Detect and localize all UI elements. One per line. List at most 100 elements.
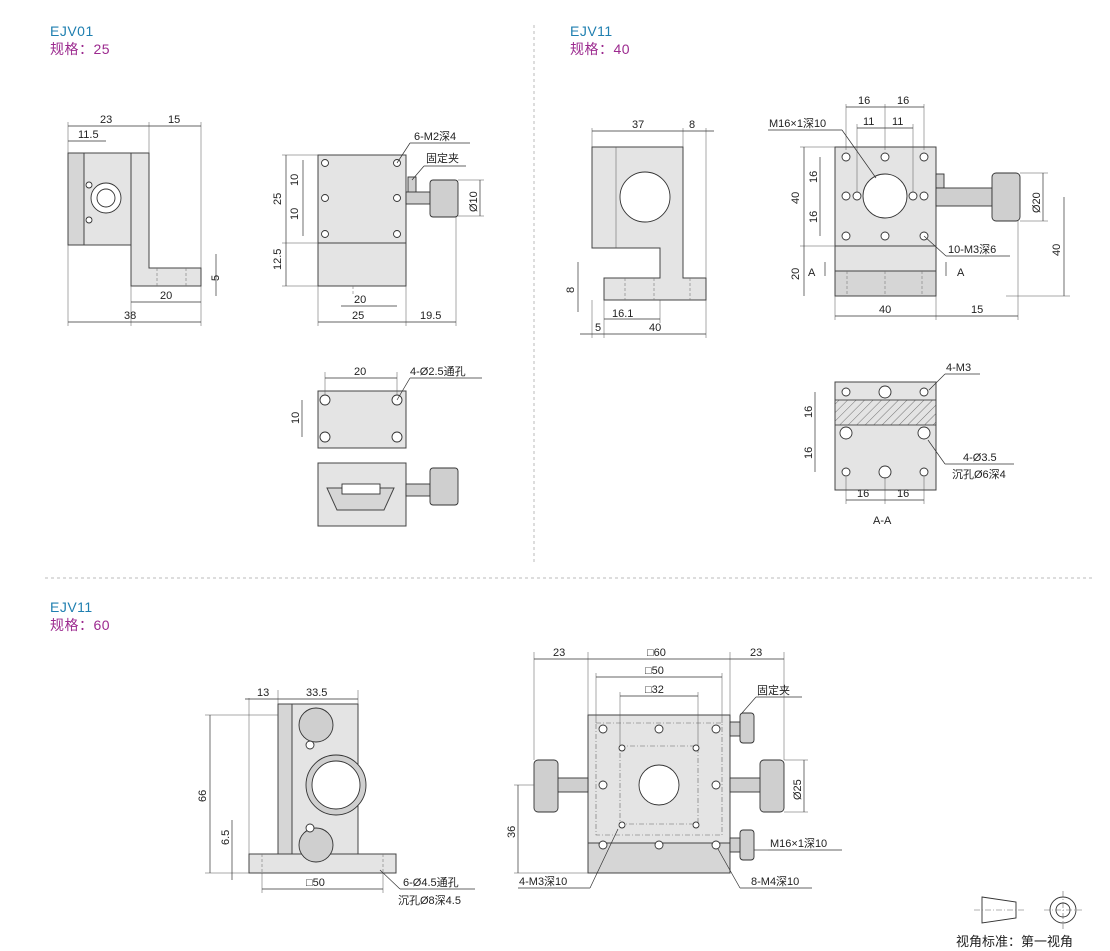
hole bbox=[692, 744, 700, 752]
micrometer-right bbox=[759, 759, 785, 813]
ejv01-front-view: 25 12.5 10 10 6-M2深4 固定夹 Ø10 20 25 19.5 bbox=[272, 130, 484, 326]
header-ejv11-40: EJV11 规格：40 bbox=[570, 22, 630, 58]
dim-sq60: □60 bbox=[647, 647, 666, 659]
hole bbox=[319, 431, 331, 443]
bore bbox=[619, 171, 671, 223]
dim-66: 66 bbox=[197, 790, 209, 802]
hole bbox=[841, 191, 851, 201]
dim-20: 20 bbox=[354, 366, 366, 378]
section-a-right: A bbox=[957, 267, 965, 279]
dim-16v2: 16 bbox=[808, 211, 820, 223]
stage-plate bbox=[317, 390, 407, 449]
angle-bracket bbox=[130, 152, 202, 287]
stage-knurl bbox=[67, 152, 85, 246]
dim-16v1: 16 bbox=[808, 171, 820, 183]
projection-label: 视角标准：第一视角 bbox=[956, 934, 1073, 949]
dim-25b: 25 bbox=[352, 310, 364, 322]
dim-10b: 10 bbox=[289, 208, 301, 220]
leader bbox=[927, 439, 946, 465]
section-a-left: A bbox=[808, 267, 816, 279]
ejv11-60-front-view: 23 □60 23 □50 □32 固定夹 Ø25 M16×1深10 36 4-… bbox=[506, 647, 842, 889]
shaft-left bbox=[554, 777, 589, 793]
dim-13: 13 bbox=[257, 687, 269, 699]
leader bbox=[379, 869, 401, 890]
shaft-right bbox=[729, 777, 764, 793]
note-m3: 4-M3 bbox=[946, 362, 971, 374]
micrometer-knob bbox=[429, 467, 459, 506]
dia-20: Ø20 bbox=[1031, 192, 1043, 213]
counterbore bbox=[839, 426, 853, 440]
bracket bbox=[591, 146, 707, 301]
hole bbox=[654, 724, 664, 734]
note-m3: 10-M3深6 bbox=[948, 243, 996, 256]
dim-37: 37 bbox=[632, 119, 644, 131]
hole bbox=[841, 387, 851, 397]
note-holes: 6-M2深4 bbox=[414, 130, 456, 143]
hole bbox=[711, 840, 721, 850]
dim-15b: 15 bbox=[971, 304, 983, 316]
dim-8: 8 bbox=[689, 119, 695, 131]
knob-inner bbox=[96, 188, 116, 208]
leader bbox=[923, 235, 947, 257]
note-m16: M16×1深10 bbox=[770, 837, 827, 850]
leader bbox=[396, 377, 411, 401]
stage-top bbox=[317, 154, 407, 244]
dim-40b: 40 bbox=[879, 304, 891, 316]
dim-10: 10 bbox=[290, 412, 302, 424]
hole bbox=[598, 840, 608, 850]
model-code: EJV11 bbox=[570, 23, 613, 39]
dim-40: 40 bbox=[649, 322, 661, 334]
note-m3: 4-M3深10 bbox=[519, 875, 567, 888]
hole bbox=[841, 467, 851, 477]
hole bbox=[880, 152, 890, 162]
note-clamp: 固定夹 bbox=[757, 683, 790, 697]
hole bbox=[878, 465, 892, 479]
stage-edge bbox=[277, 703, 293, 855]
bracket-base bbox=[317, 242, 407, 287]
lock-knob bbox=[298, 827, 334, 863]
ejv11-40-front-view: 16 16 11 11 M16×1深10 40 20 16 16 A A 10-… bbox=[768, 95, 1070, 320]
dim-10a: 10 bbox=[289, 174, 301, 186]
knob-face bbox=[311, 760, 361, 810]
dim-16a: 16 bbox=[858, 95, 870, 107]
center-bore bbox=[638, 764, 680, 806]
ejv11-60-side-view: 13 33.5 66 6.5 □50 6-Ø4.5通孔 沉孔Ø8深4.5 bbox=[197, 687, 475, 907]
dim-33-5: 33.5 bbox=[306, 687, 327, 699]
dim-11-5: 11.5 bbox=[78, 129, 99, 141]
hole bbox=[618, 744, 626, 752]
hole bbox=[321, 159, 329, 167]
note-hole-2: 沉孔Ø6深4 bbox=[952, 468, 1006, 481]
lock-knob bbox=[739, 829, 755, 861]
hatched-region bbox=[834, 399, 937, 426]
shaft bbox=[935, 187, 993, 207]
dim-5: 5 bbox=[595, 322, 601, 334]
leader bbox=[841, 129, 877, 179]
hole bbox=[319, 394, 331, 406]
dim-16v1: 16 bbox=[803, 406, 815, 418]
model-spec: 规格：60 bbox=[50, 617, 111, 633]
dim-23a: 23 bbox=[553, 647, 565, 659]
dia-25: Ø25 bbox=[792, 779, 804, 800]
header-ejv01: EJV01 规格：25 bbox=[50, 22, 110, 58]
clamp-knob bbox=[739, 712, 755, 744]
hole bbox=[391, 431, 403, 443]
dim-20: 20 bbox=[160, 290, 172, 302]
clamp-slot bbox=[341, 483, 381, 495]
shaft bbox=[405, 483, 431, 497]
note-hole-1: 4-Ø3.5 bbox=[963, 452, 997, 464]
screw bbox=[305, 740, 315, 750]
dim-20: 20 bbox=[354, 294, 366, 306]
clamp-knob bbox=[298, 707, 334, 743]
leader bbox=[589, 828, 619, 889]
model-spec: 规格：40 bbox=[570, 41, 631, 57]
center-bore bbox=[862, 173, 908, 219]
model-code: EJV11 bbox=[50, 599, 93, 615]
dim-20v: 20 bbox=[790, 268, 802, 280]
hole bbox=[321, 194, 329, 202]
note-m16: M16×1深10 bbox=[769, 117, 826, 130]
dim-16a: 16 bbox=[857, 488, 869, 500]
note-clamp: 固定夹 bbox=[426, 151, 459, 165]
dim-15: 15 bbox=[168, 114, 180, 126]
header-ejv11-60: EJV11 规格：60 bbox=[50, 598, 110, 634]
